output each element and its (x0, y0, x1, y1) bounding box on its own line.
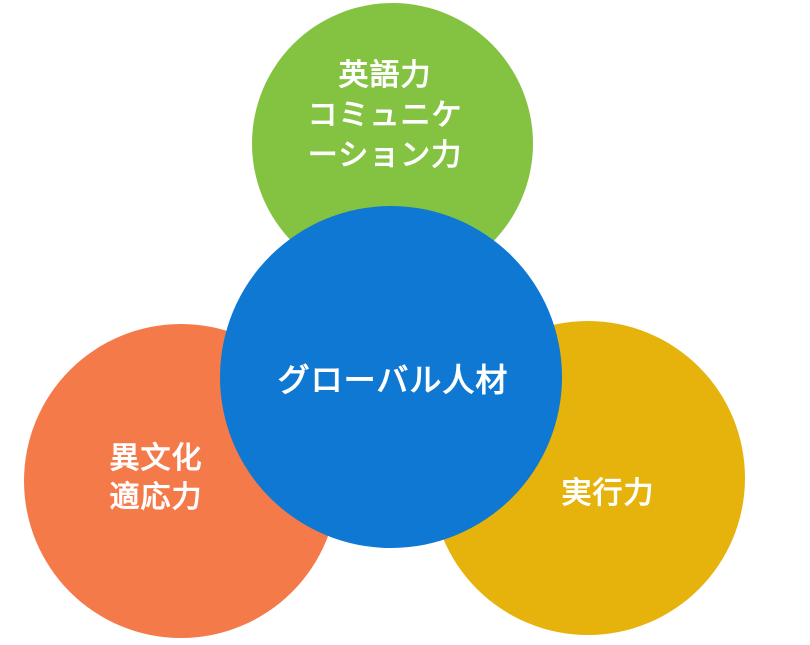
label-line: 適応力 (109, 481, 203, 514)
label-line: 英語力 (338, 59, 432, 92)
label-cross-cultural-adaptability: 異文化 適応力 (110, 439, 203, 517)
label-global-talent: グローバル人材 (277, 362, 509, 398)
label-line: コミュニケ (307, 99, 463, 132)
label-line: ーション力 (307, 139, 463, 172)
circle-global-talent-center (220, 206, 562, 548)
label-line: 異文化 (109, 442, 203, 475)
label-execution: 実行力 (561, 477, 655, 510)
label-english-communication: 英語力 コミュニケ ーション力 (308, 56, 463, 176)
